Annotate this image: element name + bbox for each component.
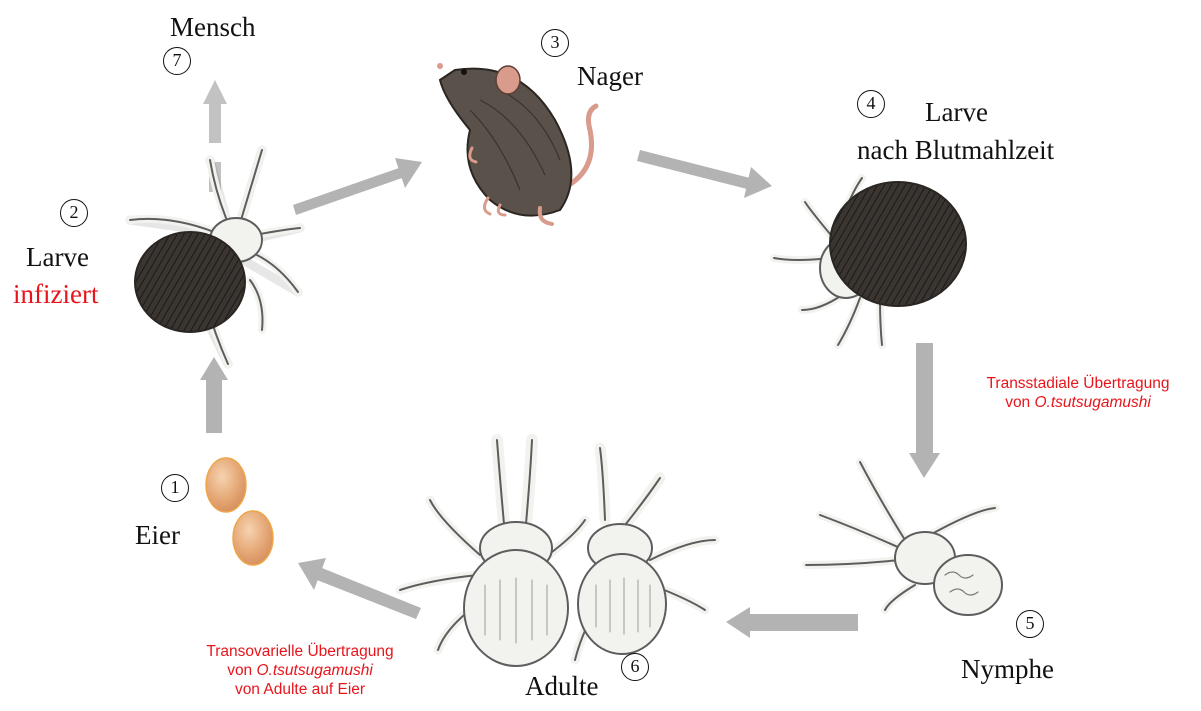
stage-number-1: 1 (161, 474, 189, 502)
egg (206, 458, 246, 512)
arrow-eggs-to-larva (200, 357, 228, 433)
adult-abdomen (578, 554, 666, 654)
eggs-illustration (206, 458, 273, 565)
nymph-illustration (806, 462, 1002, 615)
stage-label-eier: Eier (135, 522, 180, 549)
adults-illustration (400, 440, 715, 666)
stage-number-2: 2 (60, 199, 88, 227)
note-transstadial-line1: Transstadiale Übertragung (958, 374, 1198, 393)
stage-label-adulte: Adulte (525, 673, 599, 700)
stage-label-nymphe: Nymphe (961, 656, 1054, 683)
arrow-engorged-larva-to-nymph (909, 343, 940, 478)
stage-number-5: 5 (1016, 610, 1044, 638)
stage-label-larve-infected: Larve (26, 244, 89, 271)
infected-larva-illustration (130, 150, 300, 364)
organism-name: O.tsutsugamushi (1035, 394, 1151, 411)
note-transovarial-line1: Transovarielle Übertragung (176, 642, 424, 661)
organism-name: O.tsutsugamushi (257, 662, 373, 679)
rodent-illustration (437, 63, 596, 224)
stage-number-7: 7 (163, 47, 191, 75)
engorged-abdomen (830, 182, 966, 306)
stage-label-larve-fed: Larve (925, 99, 988, 126)
stage-number-4: 4 (857, 90, 885, 118)
arrow-rodent-to-engorged-larva (637, 150, 772, 198)
stage-label-nach-blutmahlzeit: nach Blutmahlzeit (857, 137, 1054, 164)
engorged-abdomen (135, 232, 245, 332)
note-transovarial-line3: von Adulte auf Eier (176, 680, 424, 699)
arrow-nymph-to-adults (726, 607, 858, 638)
note-transovarial: Transovarielle Übertragung von O.tsutsug… (176, 642, 424, 699)
note-transovarial-line2: von O.tsutsugamushi (176, 661, 424, 680)
engorged-larva-illustration (774, 178, 966, 345)
arrow-larva-to-rodent (293, 158, 422, 215)
nymph-abdomen (934, 555, 1002, 615)
stage-label-nager: Nager (577, 63, 643, 90)
stage-number-3: 3 (541, 29, 569, 57)
stage-label-infiziert: infiziert (13, 281, 98, 308)
note-transstadial: Transstadiale Übertragung von O.tsutsuga… (958, 374, 1198, 412)
note-transstadial-line2: von O.tsutsugamushi (958, 393, 1198, 412)
egg (233, 511, 273, 565)
stage-label-mensch: Mensch (170, 14, 255, 41)
stage-number-6: 6 (621, 653, 649, 681)
